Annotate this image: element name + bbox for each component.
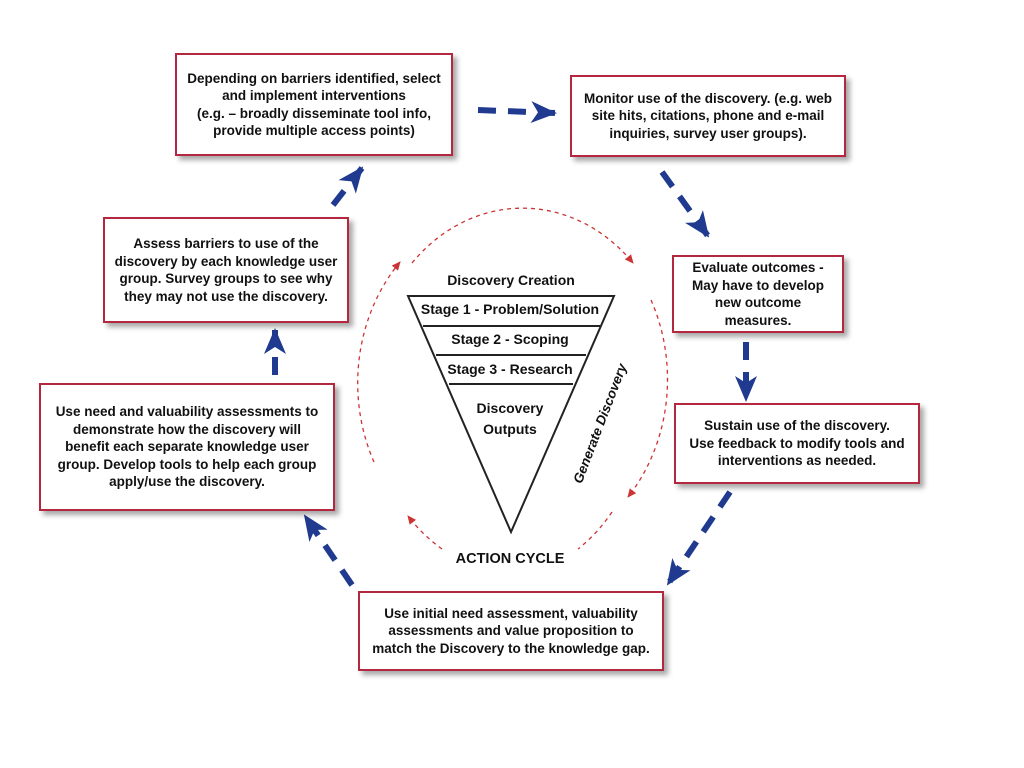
cycle-arc-left (357, 261, 401, 463)
monitor-text: Monitor use of the discovery. (e.g. web … (583, 90, 833, 141)
interventions-text: Depending on barriers identified, select… (187, 70, 441, 139)
discovery-outputs-label: Discovery Outputs (476, 400, 544, 437)
evaluate-text: Evaluate outcomes - May have to develop … (691, 260, 825, 328)
inner-cycle (357, 207, 669, 550)
match-text: Use initial need assessment, valuability… (372, 605, 650, 656)
sustain-text: Sustain use of the discovery. Use feedba… (689, 418, 905, 469)
stage-2-label: Stage 2 - Scoping (451, 331, 569, 347)
flow-arrows (264, 101, 757, 587)
funnel-title: Discovery Creation (447, 272, 575, 288)
barriers-text: Assess barriers to use of the discovery … (114, 236, 338, 304)
cycle-arc-bottom-left (407, 515, 443, 550)
stage-3-label: Stage 3 - Research (447, 361, 573, 377)
stage-1-label: Stage 1 - Problem/Solution (420, 301, 600, 317)
match-box: Use initial need assessment, valuability… (358, 591, 664, 671)
cycle-arc-bottom-right (577, 511, 613, 550)
sustain-box: Sustain use of the discovery. Use feedba… (674, 403, 920, 484)
arrow-barriers-to-interventions (330, 166, 365, 207)
arrow-interventions-to-monitor (477, 101, 557, 124)
evaluate-box: Evaluate outcomes - May have to develop … (672, 255, 844, 333)
need-valuability-text: Use need and valuability assessments to … (55, 404, 319, 490)
cycle-arc-top-right (411, 207, 634, 264)
cycle-arc-right (627, 299, 669, 498)
funnel-outline (406, 295, 616, 535)
barriers-box: Assess barriers to use of the discovery … (103, 217, 349, 323)
monitor-box: Monitor use of the discovery. (e.g. web … (570, 75, 846, 157)
interventions-box: Depending on barriers identified, select… (175, 53, 453, 156)
discovery-funnel (406, 295, 616, 535)
need-valuability-box: Use need and valuability assessments to … (39, 383, 335, 511)
arrow-match-to-need (302, 514, 355, 587)
arrow-sustain-to-match (665, 490, 733, 586)
arrow-monitor-to-evaluate (659, 170, 711, 238)
action-cycle-label: ACTION CYCLE (455, 551, 565, 567)
